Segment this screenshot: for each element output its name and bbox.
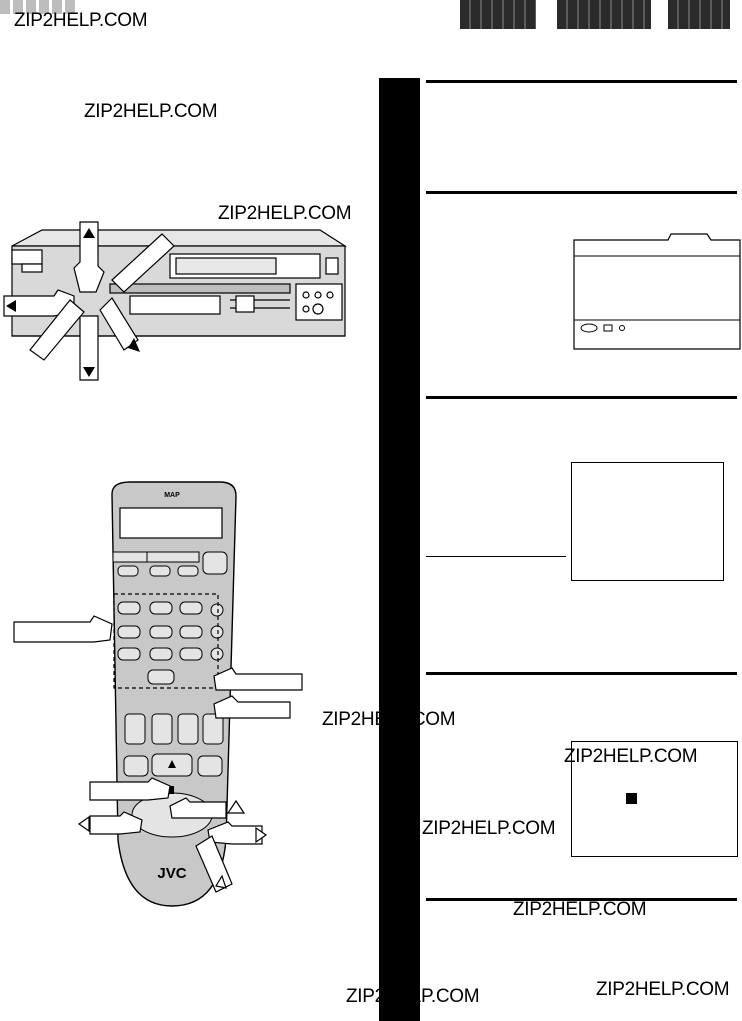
section-rule bbox=[426, 672, 737, 675]
screen-display-2 bbox=[571, 462, 724, 581]
section-rule bbox=[426, 898, 737, 901]
outline-triangle-icon bbox=[215, 874, 227, 889]
outline-triangle-icon bbox=[255, 826, 268, 844]
finger-pointer-icon bbox=[89, 777, 171, 801]
watermark: ZIP2HELP.COM bbox=[346, 986, 480, 1007]
square-stop-icon bbox=[166, 786, 174, 794]
finger-pointer-icon bbox=[213, 667, 303, 691]
finger-pointer-icon bbox=[89, 811, 143, 835]
finger-pointer-icon bbox=[169, 797, 227, 819]
finger-pointer-icon bbox=[73, 221, 105, 293]
remote-top-label: MAP bbox=[164, 492, 180, 499]
remote-brand: JVC bbox=[157, 865, 186, 882]
watermark: ZIP2HELP.COM bbox=[218, 203, 352, 224]
header-tab-2 bbox=[557, 0, 651, 29]
header-tab-1 bbox=[460, 0, 536, 29]
section-rule bbox=[426, 80, 737, 83]
header-tab-3 bbox=[668, 0, 730, 29]
watermark: ZIP2HELP.COM bbox=[513, 899, 647, 920]
screen-display-3 bbox=[571, 741, 738, 857]
finger-pointer-icon bbox=[13, 615, 113, 643]
finger-pointer-icon bbox=[207, 821, 263, 845]
section-rule bbox=[426, 396, 737, 399]
watermark: ZIP2HELP.COM bbox=[14, 10, 148, 31]
arrow-down-icon bbox=[83, 367, 95, 377]
arrow-up-icon bbox=[83, 228, 95, 238]
square-stop-icon bbox=[626, 793, 637, 804]
finger-pointer-icon bbox=[111, 233, 175, 293]
screen-display-1 bbox=[573, 233, 741, 350]
section-spine bbox=[379, 78, 420, 1021]
finger-pointer-icon bbox=[79, 315, 99, 381]
outline-triangle-icon bbox=[77, 815, 90, 833]
watermark: ZIP2HELP.COM bbox=[596, 979, 730, 1000]
arrow-right-icon bbox=[128, 338, 140, 352]
section-rule bbox=[426, 556, 566, 557]
arrow-left-icon bbox=[6, 300, 16, 312]
watermark: ZIP2HELP.COM bbox=[84, 101, 218, 122]
header-strip bbox=[0, 0, 78, 14]
watermark: ZIP2HELP.COM bbox=[422, 818, 556, 839]
section-rule bbox=[426, 191, 737, 194]
watermark: ZIP2HELP.COM bbox=[564, 746, 698, 767]
finger-pointer-icon bbox=[213, 695, 291, 719]
finger-pointer-icon bbox=[29, 299, 85, 361]
outline-triangle-icon bbox=[226, 799, 246, 814]
finger-pointer-icon bbox=[99, 297, 139, 351]
